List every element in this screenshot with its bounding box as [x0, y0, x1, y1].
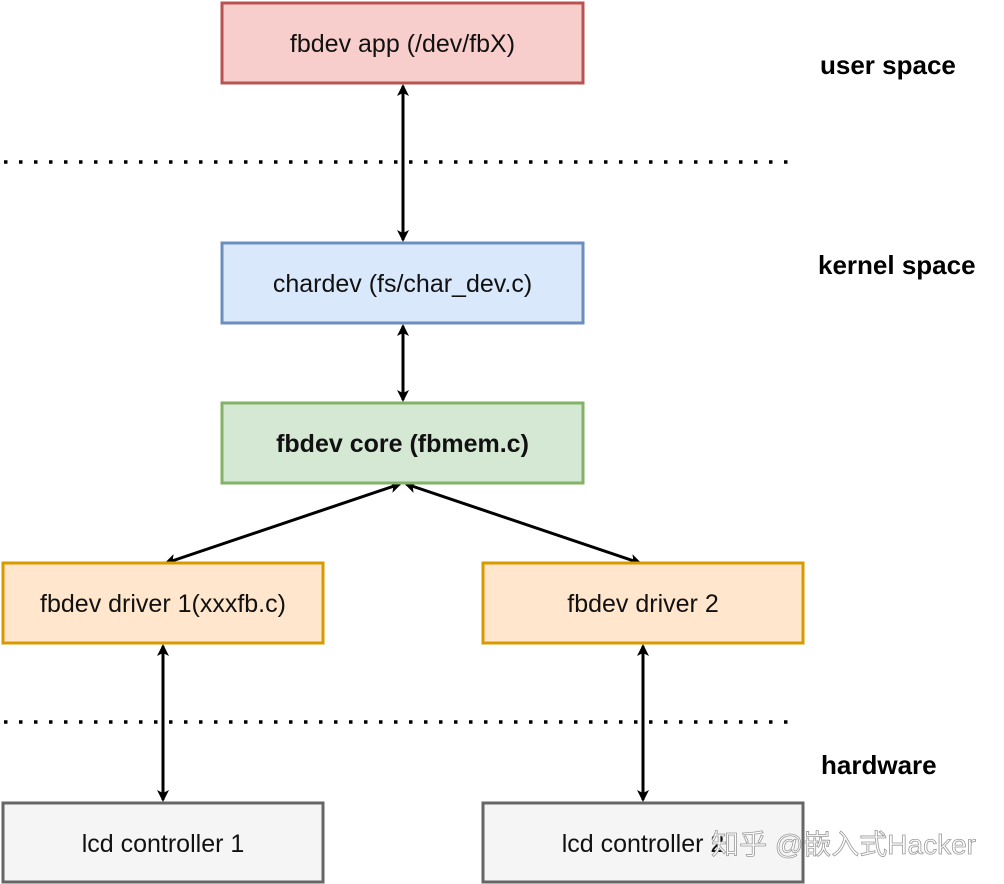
box-chardev: chardev (fs/char_dev.c)	[220, 241, 585, 325]
watermark: 知乎 @嵌入式Hacker	[711, 829, 976, 860]
layer-label-kernel-space: kernel space	[818, 250, 976, 280]
box-label: fbdev driver 2	[567, 590, 718, 618]
box-fbdev-core: fbdev core (fbmem.c)	[220, 401, 585, 485]
box-label: chardev (fs/char_dev.c)	[273, 270, 532, 298]
box-label: fbdev driver 1(xxxfb.c)	[40, 590, 286, 618]
box-label: fbdev core (fbmem.c)	[276, 430, 529, 458]
box-fbdev-driver-2: fbdev driver 2	[481, 561, 805, 645]
box-label: fbdev app (/dev/fbX)	[290, 30, 515, 58]
box-lcd-controller-2: lcd controller 2	[481, 801, 805, 884]
box-fbdev-app: fbdev app (/dev/fbX)	[220, 1, 585, 85]
box-label: lcd controller 2	[562, 830, 725, 858]
layer-label-user-space: user space	[820, 50, 956, 80]
box-label: lcd controller 1	[82, 830, 245, 858]
arrow-core-driver1	[164, 481, 402, 566]
layer-label-hardware: hardware	[821, 750, 937, 780]
arrow-core-driver2	[404, 481, 642, 566]
box-lcd-controller-1: lcd controller 1	[1, 801, 325, 884]
box-fbdev-driver-1: fbdev driver 1(xxxfb.c)	[1, 561, 325, 645]
